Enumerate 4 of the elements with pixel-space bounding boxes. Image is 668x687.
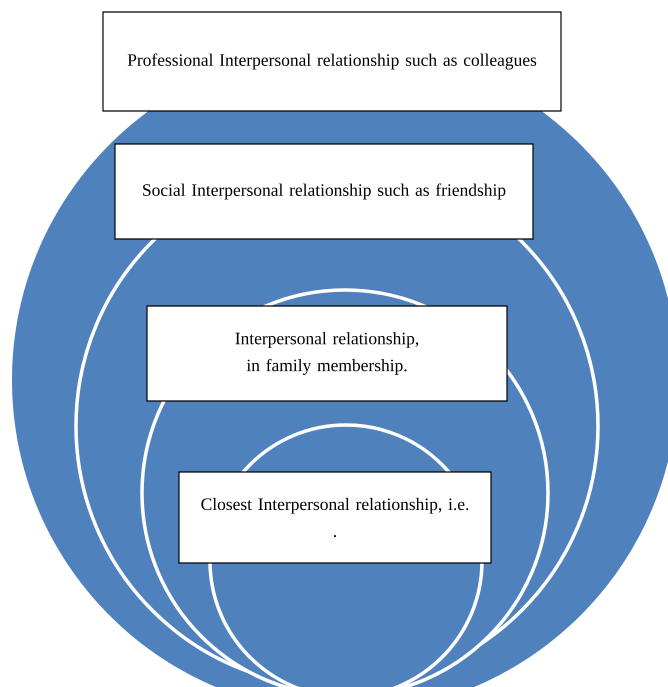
text-box: Professional Interpersonal relationship such as colleagues (102, 11, 562, 112)
text-box: Social Interpersonal relationship such as friendship (114, 143, 534, 240)
text-box: Interpersonal relationship, in family membership. (146, 305, 508, 402)
text-box: Closest Interpersonal relationship, i.e. . (178, 471, 492, 564)
